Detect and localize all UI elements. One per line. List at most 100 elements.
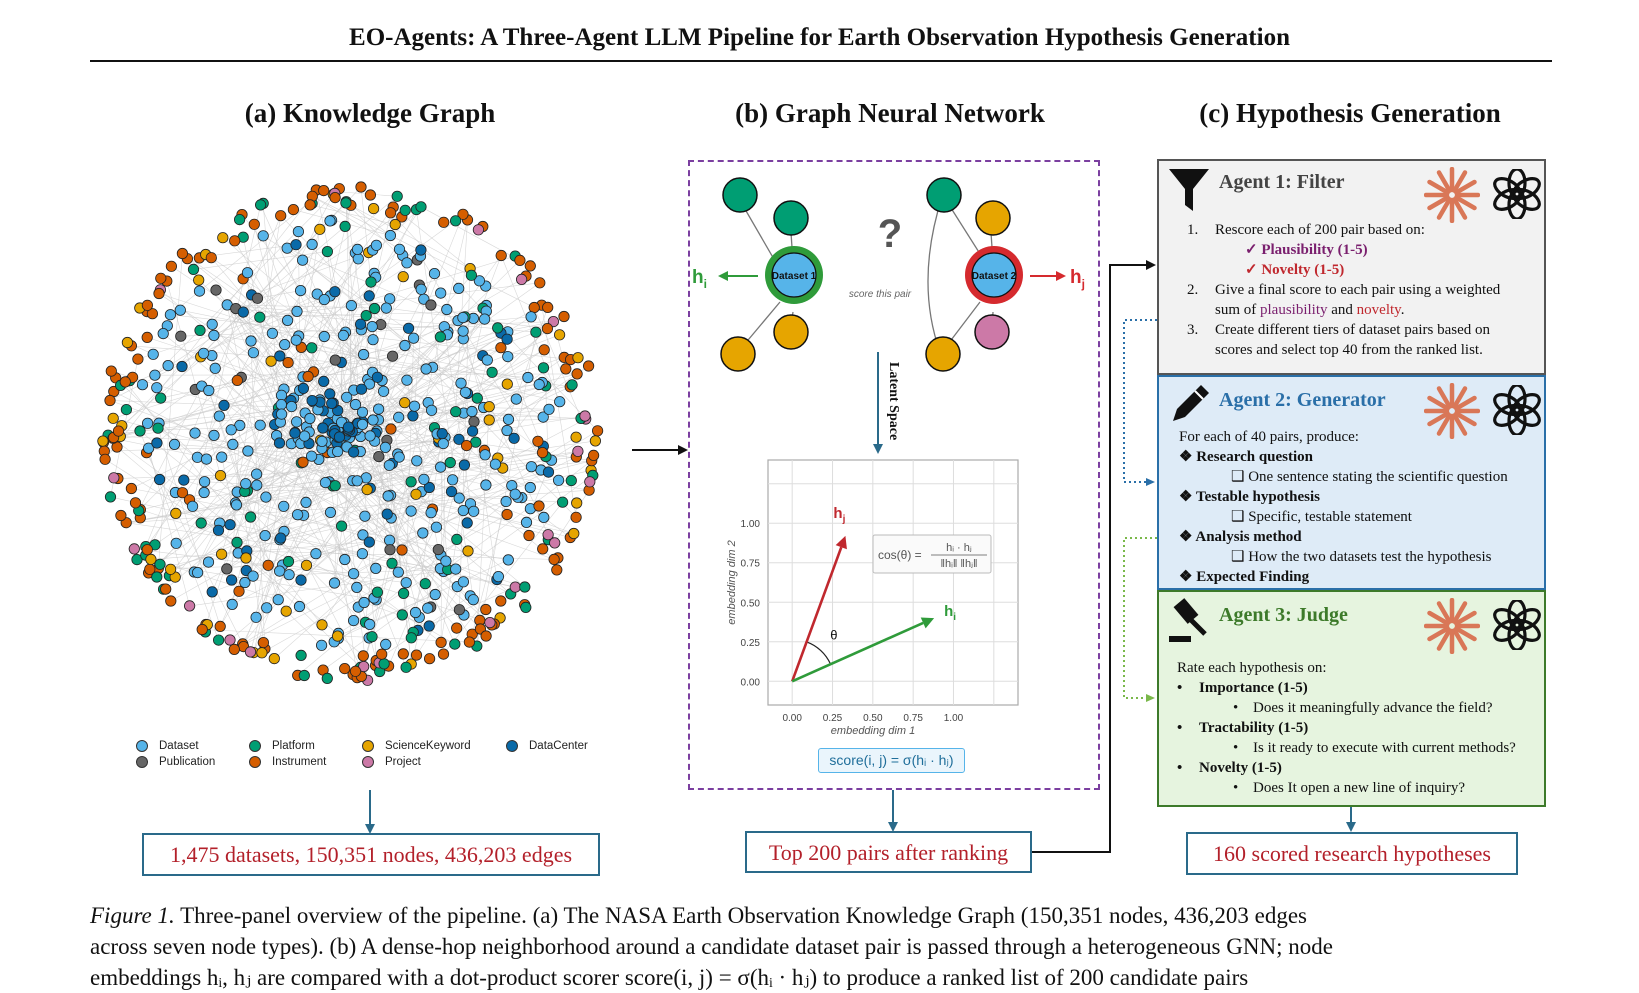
- graph-node: [316, 639, 328, 651]
- graph-node: [428, 268, 441, 280]
- graph-node: [141, 299, 154, 311]
- graph-node: [293, 600, 306, 613]
- knot: [1493, 600, 1541, 650]
- graph-node: [376, 648, 388, 660]
- graph-node: [295, 649, 307, 661]
- graph-edge: [533, 307, 582, 419]
- graph-node: [213, 634, 225, 646]
- graph-node: [453, 492, 465, 504]
- graph-node: [473, 275, 485, 287]
- graph-nodes: [97, 181, 604, 686]
- graph-edge: [280, 452, 328, 539]
- graph-edge: [147, 337, 304, 389]
- graph-node: [274, 565, 286, 577]
- graph-node: [566, 379, 578, 391]
- graph-edge: [229, 419, 490, 641]
- graph-node: [240, 552, 252, 564]
- theta-arc: [806, 641, 831, 665]
- graph-node: [455, 377, 467, 389]
- graph-node: [548, 553, 560, 565]
- graph-node: [556, 496, 569, 508]
- graph-node: [233, 585, 245, 597]
- graph-node: [356, 406, 369, 418]
- graph-node: [571, 368, 583, 380]
- hi-left-label: hi: [692, 267, 707, 291]
- graph-node: [460, 439, 473, 452]
- graph-node: [415, 201, 427, 213]
- graph-node: [528, 301, 540, 314]
- graph-edge: [113, 299, 325, 392]
- graph-node: [332, 630, 344, 642]
- graph-node: [389, 218, 401, 231]
- graph-node: [257, 636, 269, 649]
- graph-node: [461, 517, 473, 529]
- output-top-pairs: Top 200 pairs after ranking: [745, 831, 1032, 873]
- legend-project: Project: [362, 756, 421, 768]
- graph-node: [337, 329, 349, 341]
- vector-head-hj: [835, 535, 847, 550]
- graph-node: [120, 404, 133, 416]
- graph-node: [457, 208, 469, 220]
- graph-node: [407, 410, 419, 422]
- graph-node: [480, 603, 492, 616]
- graph-node: [591, 425, 604, 437]
- graph-edge: [397, 316, 565, 455]
- graph-node: [383, 534, 396, 546]
- graph-edge: [343, 258, 359, 336]
- y-tick-label: 0.50: [741, 598, 761, 609]
- graph-node: [226, 598, 238, 610]
- graph-node: [360, 310, 372, 322]
- graph-node: [349, 398, 362, 411]
- graph-node: [317, 422, 329, 434]
- graph-node: [408, 400, 421, 412]
- graph-node: [333, 431, 346, 443]
- graph-node: [162, 360, 174, 372]
- graph-edge: [285, 610, 322, 646]
- graph-edge: [298, 259, 418, 337]
- graph-edge: [103, 355, 393, 443]
- keyword-node: [773, 314, 809, 350]
- graph-node: [291, 416, 303, 428]
- graph-node: [495, 342, 507, 354]
- graph-edge: [282, 564, 354, 574]
- graph-node: [244, 646, 257, 658]
- graph-node: [119, 376, 131, 388]
- graph-edge: [247, 272, 266, 649]
- graph-node: [154, 558, 166, 570]
- graph-node: [306, 238, 318, 251]
- graph-node: [230, 499, 243, 511]
- graph-node: [226, 574, 238, 586]
- y-axis-label: embedding dim 2: [726, 540, 738, 624]
- graph-node: [397, 648, 409, 660]
- graph-node: [224, 634, 236, 646]
- graph-node: [149, 369, 161, 381]
- graph-node: [336, 520, 348, 532]
- graph-node: [132, 353, 144, 365]
- graph-node: [358, 596, 370, 609]
- knot: [1493, 385, 1541, 435]
- graph-node: [446, 474, 459, 486]
- graph-node: [184, 600, 196, 612]
- graph-node: [396, 609, 408, 621]
- graph-node: [525, 461, 537, 473]
- graph-node: [532, 435, 544, 447]
- graph-node: [554, 396, 566, 408]
- graph-node: [176, 487, 189, 499]
- graph-node: [300, 559, 313, 571]
- graph-node: [250, 611, 262, 623]
- graph-node: [384, 207, 397, 219]
- graph-node: [401, 374, 413, 386]
- graph-node: [275, 210, 287, 222]
- graph-node: [367, 414, 379, 426]
- graph-node: [242, 445, 254, 457]
- graph-node: [357, 348, 370, 361]
- graph-edge: [113, 380, 238, 419]
- graph-node: [221, 563, 233, 575]
- openai-icon: [1493, 169, 1541, 219]
- burst: [1424, 598, 1480, 654]
- graph-node: [170, 537, 182, 549]
- graph-node: [519, 581, 531, 593]
- graph-node: [520, 601, 532, 613]
- graph-node: [136, 379, 149, 391]
- graph-edge: [226, 347, 502, 570]
